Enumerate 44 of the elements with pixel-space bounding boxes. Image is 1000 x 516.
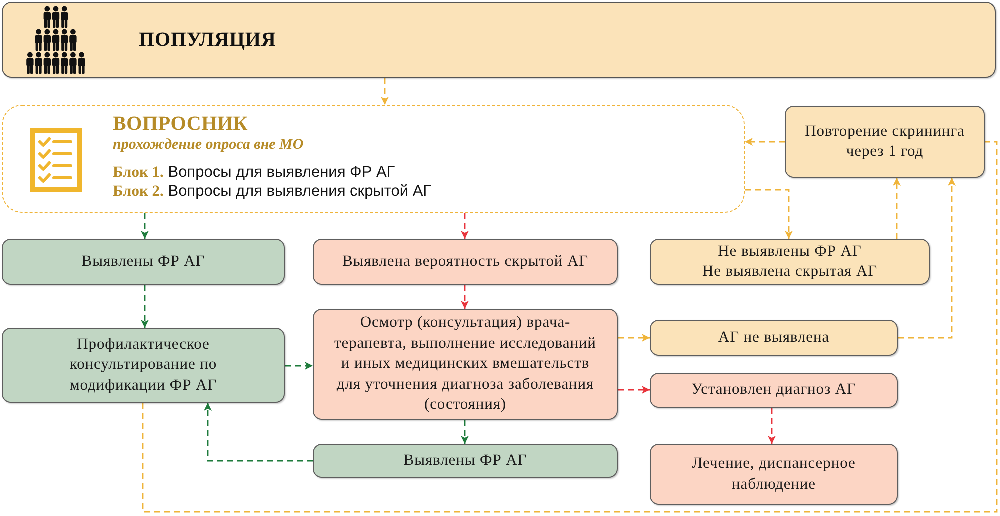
process-box [650, 239, 930, 285]
panel-subtitle: прохождение опроса вне МО [113, 136, 304, 155]
panel-heading: ВОПРОСНИК [113, 112, 248, 136]
process-box [785, 106, 985, 178]
process-box [650, 444, 898, 505]
node-text: Не выявлены ФР АГ [718, 242, 862, 262]
node-text: Осмотр (консультация) врача-терапевта, выполнение исследований и иных медицинских вмешательств для уточнения диагноза заболевания (состояния) [334, 313, 598, 416]
question-block-text: Блок 1. Вопросы для выявления ФР АГ [113, 163, 396, 182]
arrow [204, 403, 313, 462]
question-block-text: Блок 2. Вопросы для выявления скрытой АГ [113, 182, 432, 201]
arrow [745, 138, 785, 146]
node-text: Выявлены ФР АГ [82, 252, 206, 272]
node-text: Выявлены ФР АГ [404, 450, 528, 471]
arrow [618, 334, 650, 342]
arrow [381, 78, 389, 105]
process-box [313, 309, 618, 420]
arrow [141, 213, 149, 239]
process-box [313, 239, 618, 285]
arrow [898, 178, 956, 339]
population-banner [2, 2, 996, 78]
process-box [313, 444, 618, 478]
node-text: АГ не выявлена [718, 328, 830, 348]
node-text: Повторение скрининга через 1 год [804, 122, 966, 162]
arrow [745, 189, 793, 239]
process-box [650, 373, 898, 408]
node-text: Выявлена вероятность скрытой АГ [342, 252, 589, 272]
connector-line [142, 141, 998, 513]
process-box [650, 320, 898, 356]
arrow [768, 408, 776, 444]
node-text: Лечение, диспансерное наблюдение [691, 454, 857, 494]
banner-title: ПОПУЛЯЦИЯ [139, 28, 276, 52]
questionnaire-panel [2, 105, 745, 213]
node-text: Не выявлена скрытая АГ [702, 262, 878, 282]
arrow [461, 285, 469, 309]
arrow [141, 285, 149, 328]
node-text: Установлен диагноз АГ [692, 380, 856, 400]
arrow [893, 178, 901, 239]
arrow [461, 420, 469, 444]
arrow [461, 213, 469, 239]
arrow [285, 362, 313, 370]
process-box [2, 328, 285, 403]
node-text: Профилактическое консультирование по модификации ФР АГ [68, 334, 218, 396]
process-box [2, 239, 285, 285]
arrow [618, 386, 650, 394]
